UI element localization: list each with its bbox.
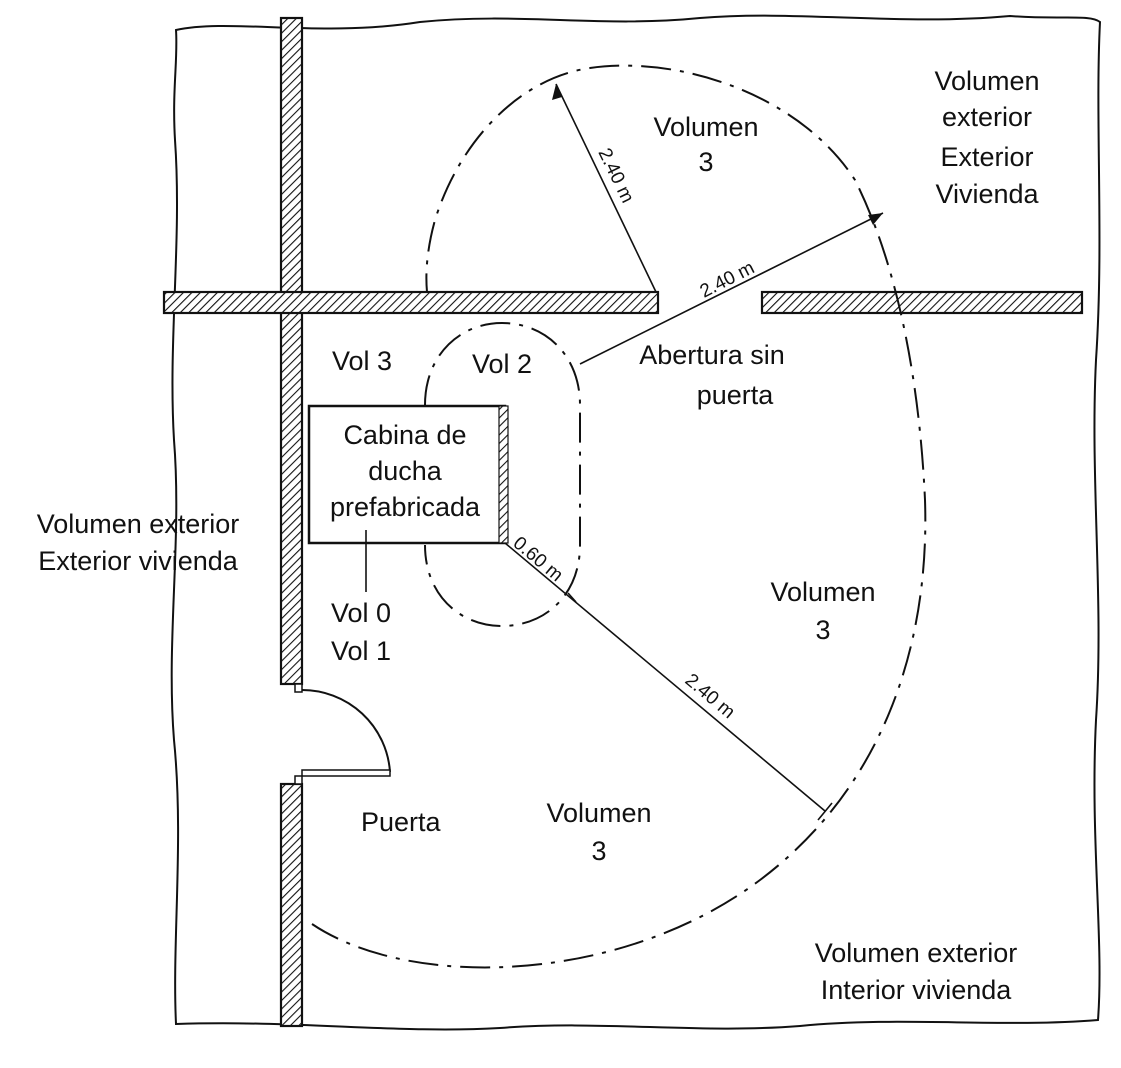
dimension-radius-upper (552, 83, 657, 293)
label-line: Volumen (546, 798, 651, 828)
label-shower-cabin: Cabina de ducha prefabricada (330, 420, 481, 522)
label-line: Volumen exterior (37, 509, 240, 539)
label-door: Puerta (361, 807, 442, 837)
label-volume-3-bottom: Volumen 3 (546, 798, 651, 866)
label-vol-3-small: Vol 3 (332, 346, 392, 376)
label-line: exterior (942, 102, 1032, 132)
volume-2-boundary (424, 321, 581, 628)
label-line: Interior vivienda (821, 975, 1013, 1005)
label-line: puerta (697, 380, 775, 410)
label-line: Abertura sin (639, 340, 785, 370)
label-vol-2: Vol 2 (472, 349, 532, 379)
label-line: Exterior (940, 142, 1033, 172)
drawing-border (170, 14, 1102, 1031)
wall-vertical-lower (279, 782, 304, 1028)
wall-horizontal-right (760, 290, 1084, 315)
label-vol-1: Vol 1 (331, 636, 391, 666)
label-line: ducha (368, 456, 443, 486)
label-line: Cabina de (343, 420, 466, 450)
wall-vertical-upper (279, 16, 304, 686)
shower-cabin (307, 404, 509, 545)
label-exterior-top-right: Volumen exterior Exterior Vivienda (934, 66, 1039, 209)
label-line: Volumen (934, 66, 1039, 96)
door-swing (294, 683, 391, 785)
volume-3-boundary (311, 64, 927, 969)
label-line: Volumen (653, 112, 758, 142)
label-exterior-left: Volumen exterior Exterior vivienda (37, 509, 240, 576)
label-line: prefabricada (330, 492, 481, 522)
label-opening: Abertura sin puerta (639, 340, 785, 410)
label-line: 3 (591, 836, 606, 866)
dimension-label-radius-opening: 2.40 m (697, 257, 758, 302)
label-exterior-bottom-right: Volumen exterior Interior vivienda (815, 938, 1018, 1005)
wall-horizontal-left (162, 290, 660, 315)
label-line: 3 (698, 147, 713, 177)
label-volume-3-top: Volumen 3 (653, 112, 758, 177)
label-volume-3-right: Volumen 3 (770, 577, 875, 645)
label-line: 3 (815, 615, 830, 645)
dimension-radius-lower (504, 542, 833, 821)
label-line: Volumen exterior (815, 938, 1018, 968)
label-line: Volumen (770, 577, 875, 607)
label-line: Vivienda (935, 179, 1039, 209)
dimension-radius-opening (579, 212, 884, 365)
label-vol-0: Vol 0 (331, 598, 391, 628)
label-line: Exterior vivienda (38, 546, 239, 576)
dimension-label-vol2-width: 0.60 m (509, 533, 567, 586)
